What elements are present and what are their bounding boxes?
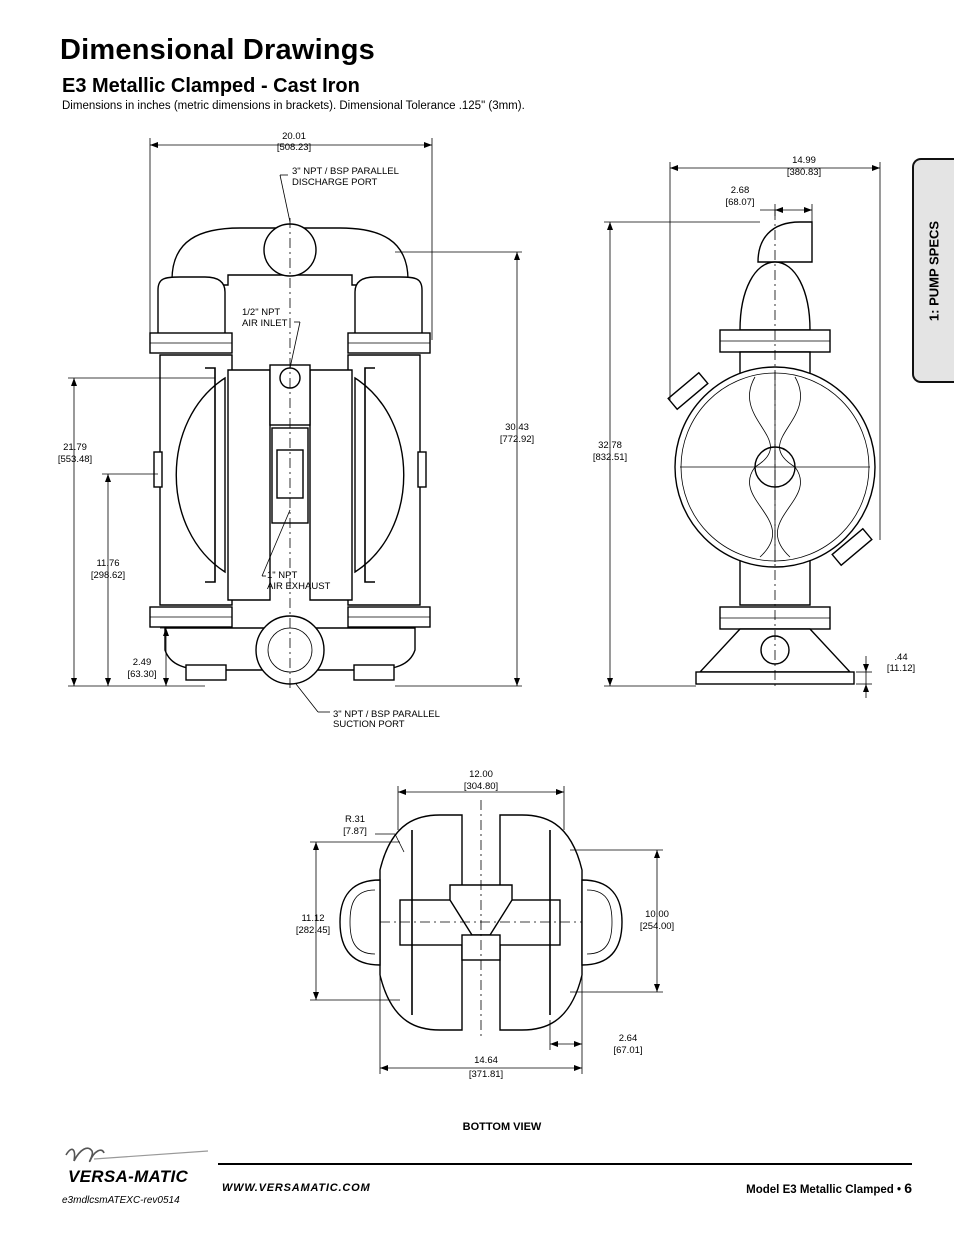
side-height-in: 32.78 [598,440,622,451]
discharge-label-1: 3" NPT / BSP PARALLEL [292,166,399,177]
dimension-note: Dimensions in inches (metric dimensions … [62,100,525,112]
front-width-in: 20.01 [282,131,306,142]
side-offset-in: 2.68 [731,185,750,196]
page-number: 6 [904,1180,912,1196]
bottom-view-dimensions: 12.00 [304.80] R.31 [7.87] 11.12 [282.45… [296,769,674,1080]
suction-label-1: 3" NPT / BSP PARALLEL [333,709,440,720]
side-offset-mm: [68.07] [725,197,754,208]
front-view-dimensions: 20.01 [508.23] 3" NPT / BSP PARALLEL DIS… [58,131,534,730]
air-inlet-label-1: 1/2" NPT [242,307,280,318]
side-width-mm: [380.83] [787,167,821,178]
section-subtitle: E3 Metallic Clamped - Cast Iron [62,75,360,97]
footer-model: Model E3 Metallic Clamped • 6 [746,1180,912,1196]
front-height-b-mm: [298.62] [91,570,125,581]
front-view [149,218,431,690]
website-link[interactable]: WWW.VERSAMATIC.COM [222,1182,371,1194]
model-name: Model E3 Metallic Clamped • [746,1184,901,1196]
front-height-b-in: 11.76 [96,558,119,569]
bottom-width-a-in: 12.00 [469,769,493,780]
versa-matic-logo [65,1147,209,1163]
footer-rule [218,1163,912,1165]
bottom-width-b-mm: [371.81] [469,1069,503,1080]
page-title: Dimensional Drawings [60,34,376,66]
side-base-mm: [11.12] [887,663,915,674]
front-height-d-in: 30.43 [505,422,529,433]
bottom-view [339,800,623,1040]
suction-label-2: SUCTION PORT [333,719,405,730]
bottom-radius-mm: [7.87] [343,826,367,837]
air-inlet-label-2: AIR INLET [242,318,288,329]
front-height-c-in: 2.49 [133,657,152,668]
side-base-in: .44 [894,652,907,663]
side-width-in: 14.99 [792,155,816,166]
front-height-a-mm: [553.48] [58,454,92,465]
bottom-depth-a-in: 11.12 [301,913,324,924]
front-height-a-in: 21.79 [63,442,87,453]
exhaust-label-1: 1" NPT [267,570,297,581]
side-height-mm: [832.51] [593,452,627,463]
brand-name: VERSA-MATIC [68,1167,189,1186]
front-height-d-mm: [772.92] [500,434,534,445]
side-view [667,210,876,690]
bottom-width-a-mm: [304.80] [464,781,498,792]
bottom-width-b-in: 14.64 [474,1055,498,1066]
bottom-view-label: BOTTOM VIEW [462,1121,542,1133]
bottom-depth-b-in: 10.00 [645,909,669,920]
side-view-dimensions: 14.99 [380.83] 2.68 [68.07] 32.78 [832.5… [593,155,915,698]
discharge-label-2: DISCHARGE PORT [292,177,378,188]
bottom-offset-in: 2.64 [619,1033,638,1044]
document-id: e3mdlcsmATEXC-rev0514 [62,1195,180,1206]
bottom-radius-in: R.31 [345,814,365,825]
exhaust-label-2: AIR EXHAUST [267,581,331,592]
bottom-depth-a-mm: [282.45] [296,925,330,936]
front-width-mm: [508.23] [277,142,311,153]
section-tab[interactable]: 1: PUMP SPECS [912,158,954,383]
bottom-offset-mm: [67.01] [613,1045,642,1056]
front-height-c-mm: [63.30] [127,669,156,680]
bottom-depth-b-mm: [254.00] [640,921,674,932]
